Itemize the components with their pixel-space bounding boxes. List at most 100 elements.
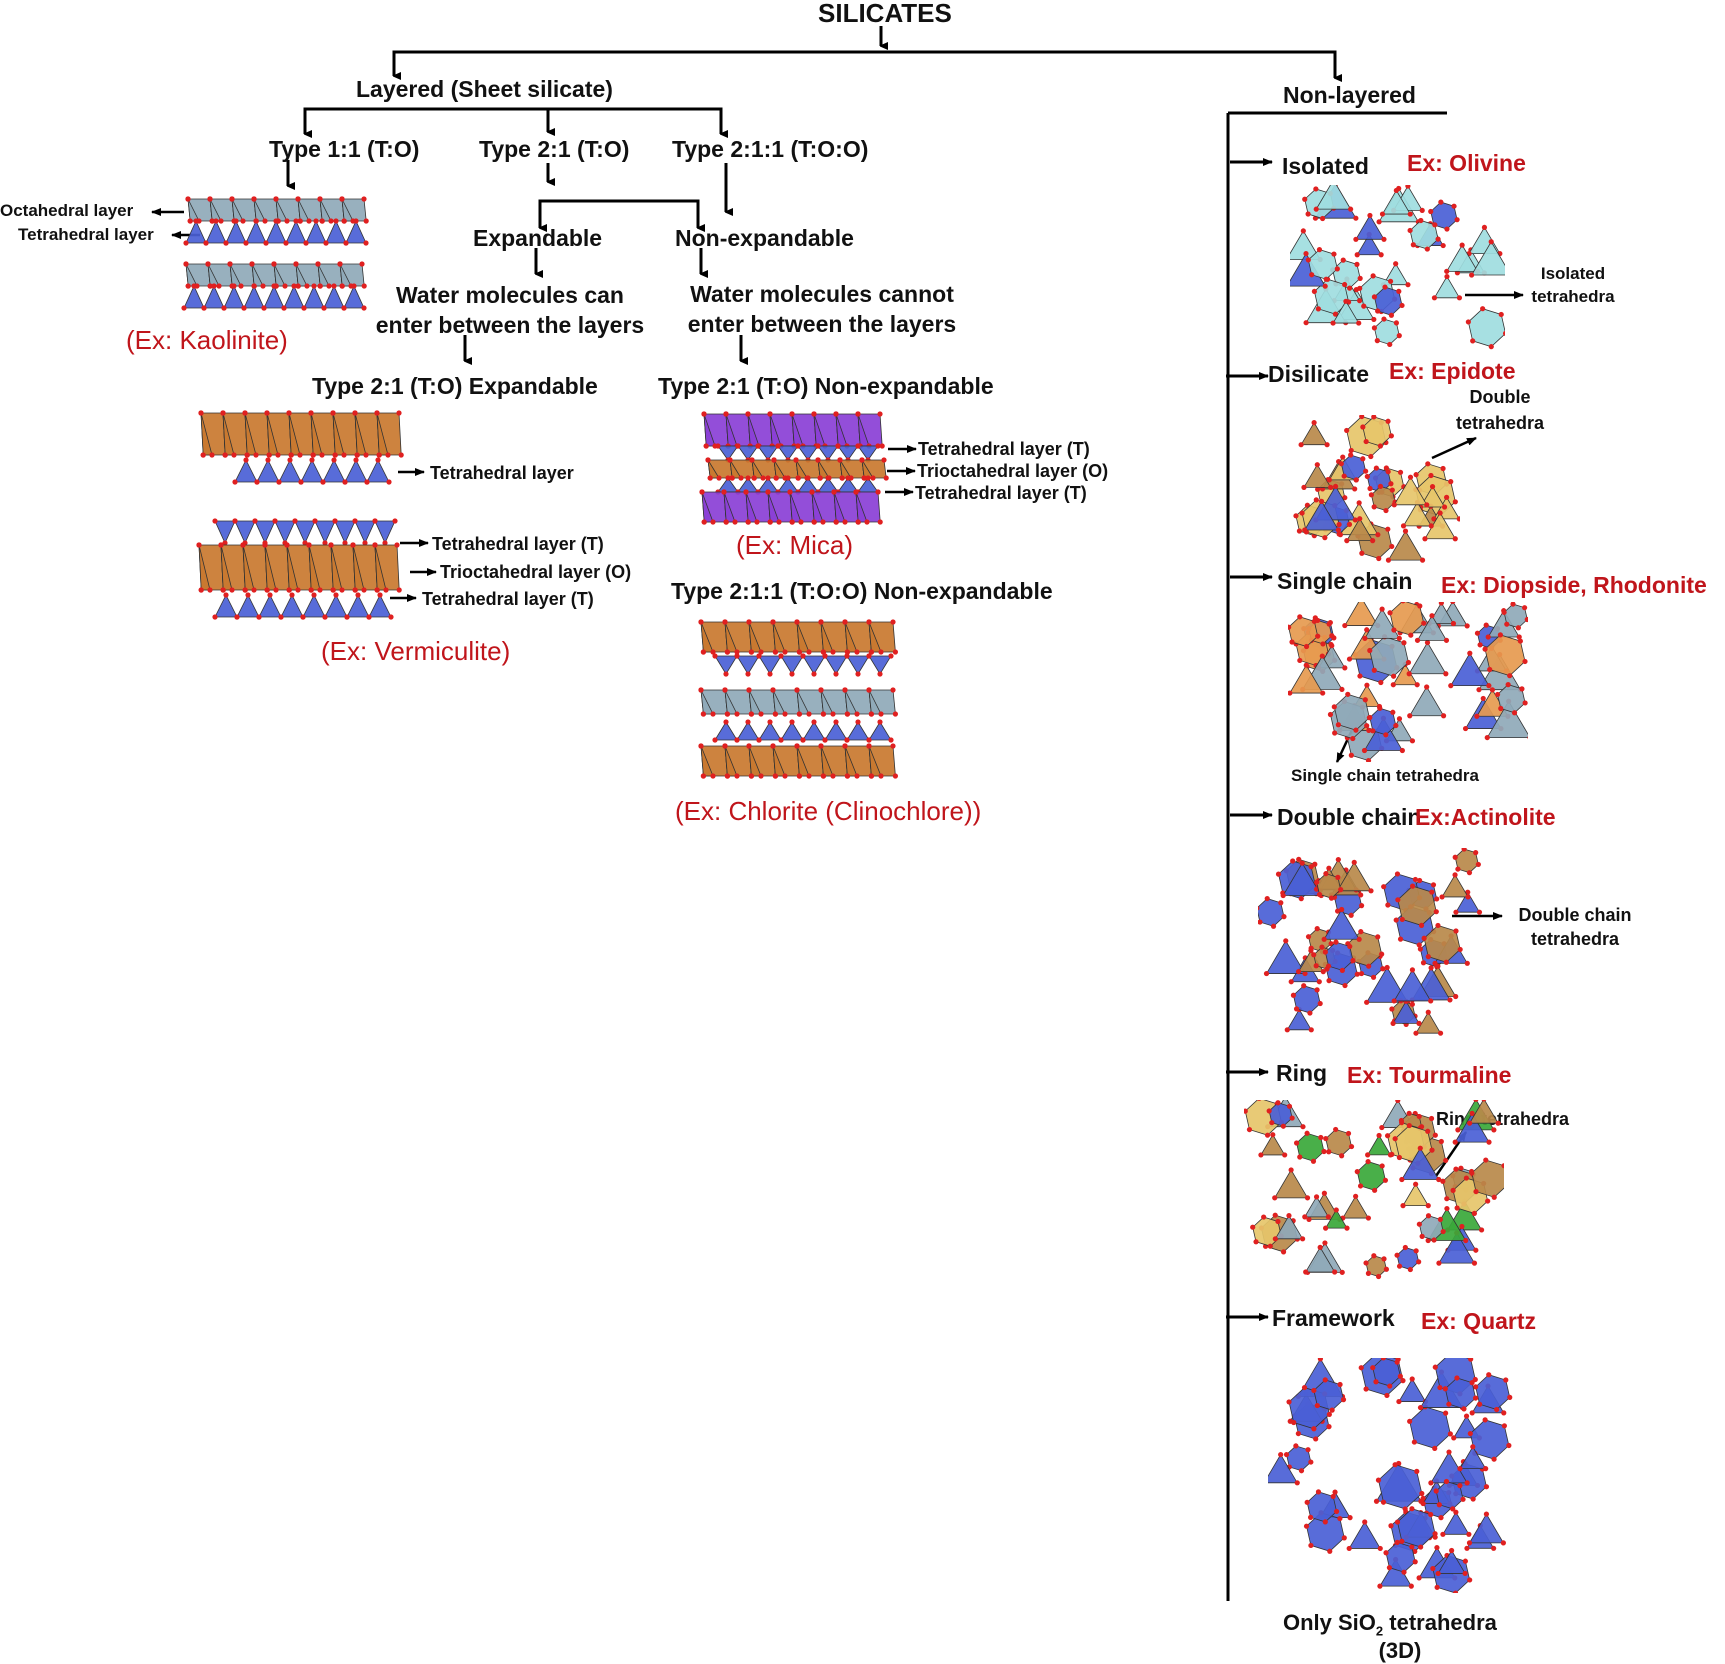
oxygen-atom [1246, 1126, 1253, 1133]
oxygen-atom [1501, 1410, 1507, 1416]
oxygen-atom [1452, 872, 1458, 878]
oxygen-atom [256, 614, 262, 620]
oxygen-atom [822, 653, 828, 659]
oxygen-atom [1313, 206, 1319, 212]
polyhedron [275, 198, 288, 222]
oxygen-atom [1464, 1545, 1470, 1551]
polyhedron [717, 445, 739, 461]
oxygen-atom [1457, 1483, 1463, 1489]
polyhedron [341, 198, 354, 222]
oxygen-atom [748, 711, 754, 717]
oxygen-atom [1378, 252, 1384, 258]
oxygen-atom [1516, 634, 1522, 640]
oxygen-atom [229, 196, 235, 202]
polyhedron [376, 412, 389, 456]
oxygen-atom [1342, 495, 1348, 501]
oxygen-atom [317, 587, 323, 593]
oxygen-atom [1374, 337, 1380, 344]
tourmaline-structure [1244, 1100, 1504, 1280]
oxygen-atom [1405, 282, 1411, 288]
oxygen-atom [1272, 1212, 1278, 1218]
oxygen-atom [1373, 465, 1379, 471]
oxygen-atom [1270, 1132, 1276, 1138]
oxygen-atom [328, 218, 334, 224]
oxygen-atom [1345, 691, 1351, 697]
oxygen-atom [1353, 236, 1359, 242]
oxygen-atom [1311, 952, 1317, 958]
oxygen-atom [1394, 871, 1401, 877]
polyhedron [354, 520, 376, 544]
polyhedron [868, 621, 882, 653]
oxygen-atom [1322, 1519, 1328, 1525]
oxygen-atom [751, 475, 757, 481]
oxygen-atom [1433, 909, 1439, 915]
oxygen-atom [722, 619, 728, 625]
oxygen-atom [806, 649, 812, 655]
oxygen-atom [1346, 521, 1353, 528]
polyhedron [368, 594, 392, 618]
oxygen-atom [1316, 891, 1323, 898]
oxygen-atom [1510, 602, 1516, 607]
oxygen-atom [877, 671, 883, 677]
oxygen-atom [1454, 217, 1460, 223]
verm-tetrahedral-t-label-2: Tetrahedral layer (T) [422, 589, 594, 609]
oxygen-atom [1375, 308, 1381, 314]
oxygen-atom [1301, 1384, 1308, 1391]
example-diopside: Ex: Diopside, Rhodonite [1441, 572, 1707, 598]
oxygen-atom [1366, 963, 1372, 969]
oxygen-atom [1485, 634, 1491, 640]
oxygen-atom [243, 457, 249, 463]
polyhedron [772, 689, 786, 715]
oxygen-atom [1323, 871, 1329, 877]
oxygen-atom [1511, 710, 1518, 716]
oxygen-atom [1480, 695, 1486, 702]
oxygen-atom [222, 540, 228, 546]
oxygen-atom [193, 218, 199, 224]
oxygen-atom [1295, 1430, 1301, 1437]
polyhedron [802, 655, 826, 675]
oxygen-atom [1371, 415, 1377, 420]
oxygen-atom [1407, 227, 1413, 234]
oxygen-atom [361, 305, 367, 311]
oxygen-atom [794, 619, 800, 625]
polyhedron [1387, 530, 1424, 561]
oxygen-atom [1353, 1193, 1359, 1199]
oxygen-atom [241, 305, 247, 311]
oxygen-atom [878, 649, 884, 655]
polyhedron [1286, 1008, 1312, 1031]
oxygen-atom [1304, 1195, 1311, 1201]
oxygen-atom [1405, 659, 1412, 666]
oxygen-atom [1329, 1407, 1335, 1413]
oxygen-atom [361, 283, 367, 289]
oxygen-atom [745, 719, 751, 725]
oxygen-atom [1373, 1379, 1379, 1385]
oxygen-atom [1302, 970, 1308, 977]
oxygen-atom [1506, 1442, 1512, 1449]
oxygen-atom [734, 653, 740, 659]
oxygen-atom [201, 305, 207, 311]
oxygen-atom [1304, 1130, 1310, 1136]
oxygen-atom [1440, 465, 1446, 472]
oxygen-atom [1394, 1359, 1400, 1365]
oxygen-atom [855, 671, 861, 677]
oxygen-atom [1301, 983, 1307, 989]
oxygen-atom [205, 261, 211, 267]
oxygen-atom [1313, 186, 1319, 192]
oxygen-atom [375, 457, 381, 463]
oxygen-atom [888, 737, 894, 743]
oxygen-atom [1413, 1248, 1419, 1254]
oxygen-atom [1293, 1006, 1300, 1012]
expandable-desc-line2: enter between the layers [375, 312, 645, 338]
oxygen-atom [1399, 916, 1405, 923]
oxygen-atom [892, 649, 898, 655]
oxygen-atom [388, 614, 394, 620]
oxygen-atom [1462, 725, 1469, 732]
oxygen-atom [330, 410, 336, 416]
oxygen-atom [313, 218, 319, 224]
oxygen-atom [278, 614, 284, 620]
polyhedron [1348, 1521, 1381, 1549]
oxygen-atom [311, 283, 317, 289]
polyhedron [266, 412, 279, 456]
oxygen-atom [366, 614, 372, 620]
oxygen-atom [1315, 486, 1321, 492]
